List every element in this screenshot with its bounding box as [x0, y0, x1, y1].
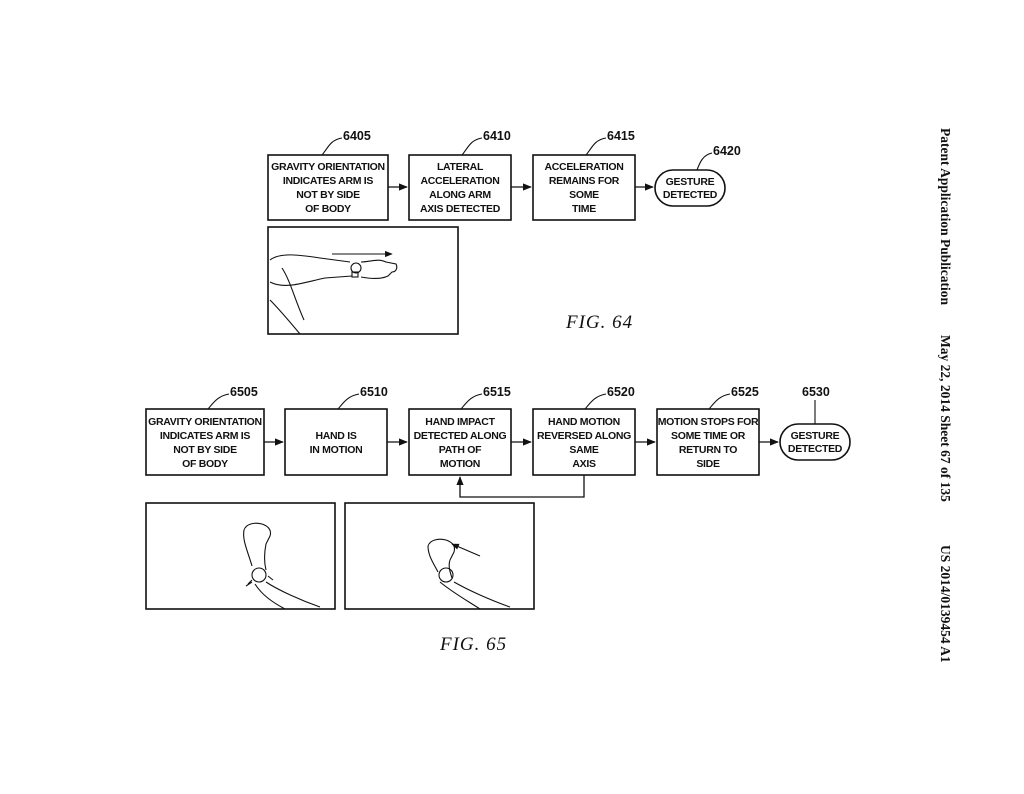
fig64-step-6410-line2: ACCELERATION: [420, 175, 499, 187]
fig65-ref-6505: 6505: [230, 385, 258, 399]
publication-label: Patent Application Publication: [938, 128, 953, 306]
fig64-arm-illustration-frame: [267, 226, 459, 335]
fig64-step-6415-line3: SOME: [569, 189, 599, 201]
fig65-step-6505-line3: NOT BY SIDE: [173, 444, 237, 456]
fig65-leader-6515: [460, 393, 483, 410]
fig65-step-6510-line1: HAND IS: [315, 430, 356, 442]
fig65-leader-6525: [708, 393, 731, 410]
fig64-step-6415-line4: TIME: [572, 203, 596, 215]
fig65-step-6505-line2: INDICATES ARM IS: [160, 430, 251, 442]
fig65-step-6515-line4: MOTION: [440, 458, 480, 470]
fig65-ref-6510: 6510: [360, 385, 388, 399]
fig65-step-6520-box: [532, 408, 636, 476]
fig65-reversed-hand-illustration: [427, 538, 511, 610]
fig64-step-6420-terminal: [654, 169, 726, 207]
fig65-caption: FIG. 65: [439, 634, 507, 655]
fig65-leader-6520: [584, 393, 607, 410]
fig65-leader-6505: [207, 393, 230, 410]
fig65-step-6530-line1: GESTURE: [791, 430, 840, 442]
fig65-step-6510-line2: IN MOTION: [310, 444, 363, 456]
fig65-step-6520-line4: AXIS: [572, 458, 596, 470]
fig65-raised-hand-illustration: [243, 522, 321, 610]
fig64-leader-6410: [461, 137, 483, 156]
fig65-feedback-loop-arrow: [456, 475, 585, 498]
fig64-ref-6405: 6405: [343, 129, 371, 143]
fig65-step-6515-line3: PATH OF: [439, 444, 482, 456]
fig64-leader-6415: [585, 137, 607, 156]
fig64-step-6405-box: [267, 154, 389, 221]
fig64-step-6405-line4: OF BODY: [305, 203, 351, 215]
fig65-ref-6520: 6520: [607, 385, 635, 399]
fig64-ref-6410: 6410: [483, 129, 511, 143]
fig65-step-6505-line1: GRAVITY ORIENTATION: [148, 416, 262, 428]
fig65-ref-6530: 6530: [802, 385, 830, 399]
fig65-step-6525-box: [656, 408, 760, 476]
fig65-step-6520-line2: REVERSED ALONG: [537, 430, 631, 442]
publication-number: US 2014/0139454 A1: [938, 545, 953, 663]
fig65-ref-6525: 6525: [731, 385, 759, 399]
fig64-step-6405-line1: GRAVITY ORIENTATION: [271, 161, 385, 173]
fig64-leader-6420: [696, 152, 713, 171]
date-sheet-label: May 22, 2014 Sheet 67 of 135: [938, 335, 953, 502]
fig65-step-6520-line3: SAME: [569, 444, 598, 456]
fig64-ref-6415: 6415: [607, 129, 635, 143]
fig64-caption: FIG. 64: [565, 312, 633, 333]
fig64-step-6410-line4: AXIS DETECTED: [420, 203, 501, 215]
fig64-step-6415-line2: REMAINS FOR: [549, 175, 620, 187]
fig64-step-6410-line1: LATERAL: [437, 161, 484, 173]
fig65-step-6530-line2: DETECTED: [788, 443, 843, 455]
fig65-step-6525-line4: SIDE: [696, 458, 720, 470]
fig65-step-6510-box: [284, 408, 388, 476]
fig64-step-6405-line2: INDICATES ARM IS: [283, 175, 374, 187]
fig65-step-6505-line4: OF BODY: [182, 458, 228, 470]
fig65-step-6520-line1: HAND MOTION: [548, 416, 620, 428]
fig65-reversed-hand-illustration-frame: [344, 502, 535, 610]
fig64-extended-arm-illustration: [269, 250, 398, 335]
fig64-flowchart: GRAVITY ORIENTATION INDICATES ARM IS NOT…: [267, 129, 741, 335]
fig64-step-6410-box: [408, 154, 512, 221]
fig65-step-6515-line1: HAND IMPACT: [425, 416, 495, 428]
fig65-step-6525-line2: SOME TIME OR: [671, 430, 746, 442]
fig65-flowchart: GRAVITY ORIENTATION INDICATES ARM IS NOT…: [145, 385, 851, 655]
fig65-step-6515-line2: DETECTED ALONG: [414, 430, 507, 442]
fig64-step-6405-line3: NOT BY SIDE: [296, 189, 360, 201]
fig65-step-6525-line1: MOTION STOPS FOR: [658, 416, 759, 428]
fig64-step-6410-line3: ALONG ARM: [429, 189, 491, 201]
fig64-step-6415-box: [532, 154, 636, 221]
fig65-leader-6510: [337, 393, 360, 410]
fig65-step-6525-line3: RETURN TO: [679, 444, 737, 456]
fig65-step-6515-box: [408, 408, 512, 476]
fig64-step-6420-line2: DETECTED: [663, 189, 718, 201]
fig64-step-6415-line1: ACCELERATION: [544, 161, 623, 173]
fig65-step-6505-box: [145, 408, 265, 476]
fig64-step-6420-line1: GESTURE: [666, 176, 715, 188]
fig64-leader-6405: [321, 137, 343, 156]
fig65-raised-hand-illustration-frame: [145, 502, 336, 610]
fig65-ref-6515: 6515: [483, 385, 511, 399]
fig64-ref-6420: 6420: [713, 144, 741, 158]
